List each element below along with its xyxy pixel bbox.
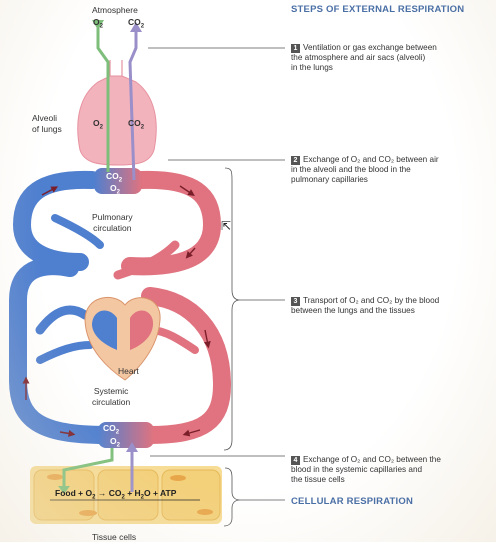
o2-pulmonary-label: O2 xyxy=(110,183,120,196)
systemic-capillary xyxy=(98,422,154,448)
o2-arrowhead-bottom xyxy=(58,486,70,494)
cellular-respiration-heading: CELLULAR RESPIRATION xyxy=(291,496,414,507)
heart xyxy=(84,297,161,381)
o2-atmosphere-label: O2 xyxy=(93,17,103,30)
co2-arrowhead-bottom xyxy=(126,442,138,452)
co2-systemic-label: CO2 xyxy=(103,423,120,436)
co2-lung-label: CO2 xyxy=(128,118,145,131)
flow-arrows xyxy=(22,185,211,437)
step-number-badge: 2 xyxy=(291,156,300,165)
pulmonary-circulation-label: Pulmonary circulation xyxy=(92,212,133,233)
heart-label: Heart xyxy=(118,366,139,376)
tissue-cells-label: Tissue cells xyxy=(92,532,137,542)
atmosphere-label: Atmosphere xyxy=(92,5,138,15)
tissue-cells xyxy=(30,466,222,524)
o2-lung-label: O2 xyxy=(93,118,103,131)
cellular-respiration-equation: Food + O2 → CO2 + H2O + ATP xyxy=(55,488,177,501)
co2-arrows xyxy=(128,30,138,492)
lungs xyxy=(77,75,157,166)
pulmonary-capillary xyxy=(94,168,142,194)
steps-heading: STEPS OF EXTERNAL RESPIRATION xyxy=(291,4,465,15)
mouse-cursor-icon: ⇱ xyxy=(221,219,232,233)
co2-atmosphere-label: CO2 xyxy=(128,17,145,30)
alveoli-label: Alveoli of lungs xyxy=(32,113,62,134)
co2-pulmonary-label: CO2 xyxy=(106,171,123,184)
o2-arrowhead-top xyxy=(92,20,104,30)
step-connectors xyxy=(148,47,285,527)
systemic-circulation-label: Systemic circulation xyxy=(92,386,131,407)
step-number-badge: 1 xyxy=(291,44,300,53)
o2-arrows xyxy=(62,28,114,490)
o2-systemic-label: O2 xyxy=(110,436,120,449)
pulmonary-vessels xyxy=(12,170,222,280)
step-number-badge: 3 xyxy=(291,297,300,306)
co2-arrowhead-top xyxy=(130,22,142,32)
step-number-badge: 4 xyxy=(291,456,300,465)
